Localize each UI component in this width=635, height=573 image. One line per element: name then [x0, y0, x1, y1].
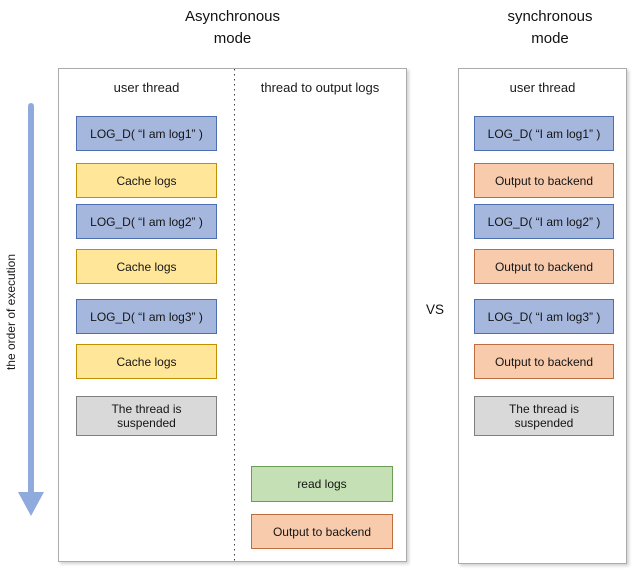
- cache-logs-box: Cache logs: [76, 344, 217, 379]
- read-logs-box: read logs: [251, 466, 393, 502]
- cache-logs-box: Cache logs: [76, 249, 217, 284]
- output-backend-box: Output to backend: [474, 344, 614, 379]
- sync-panel: user thread LOG_D( “I am log1” ) Output …: [458, 68, 627, 564]
- log-call-box: LOG_D( “I am log3” ): [76, 299, 217, 334]
- execution-order-arrow-shaft: [28, 103, 34, 493]
- log-call-box: LOG_D( “I am log2” ): [474, 204, 614, 239]
- log-call-box: LOG_D( “I am log1” ): [474, 116, 614, 151]
- async-mode-title-line1: Asynchronous: [184, 8, 281, 25]
- output-backend-box: Output to backend: [251, 514, 393, 549]
- log-call-box: LOG_D( “I am log1” ): [76, 116, 217, 151]
- thread-suspended-box: The thread is suspended: [76, 396, 217, 436]
- output-backend-box: Output to backend: [474, 163, 614, 198]
- cache-logs-box: Cache logs: [76, 163, 217, 198]
- async-mode-title-line2: mode: [213, 30, 252, 47]
- async-output-thread-header: thread to output logs: [260, 80, 380, 95]
- sync-mode-title-line1: synchronous: [507, 8, 593, 25]
- vs-label: VS: [425, 302, 444, 317]
- sync-mode-title-line2: mode: [531, 30, 569, 47]
- thread-divider: [234, 69, 235, 561]
- execution-order-arrow-head-icon: [18, 492, 44, 516]
- thread-suspended-box: The thread is suspended: [474, 396, 614, 436]
- sync-user-thread-header: user thread: [509, 80, 576, 95]
- async-mode-title: Asynchronous mode: [58, 6, 407, 50]
- output-backend-box: Output to backend: [474, 249, 614, 284]
- log-call-box: LOG_D( “I am log2” ): [76, 204, 217, 239]
- sync-mode-title: synchronous mode: [460, 6, 635, 50]
- async-panel: user thread thread to output logs LOG_D(…: [58, 68, 407, 562]
- log-call-box: LOG_D( “I am log3” ): [474, 299, 614, 334]
- async-user-thread-header: user thread: [113, 80, 180, 95]
- execution-order-label: the order of execution: [4, 253, 18, 371]
